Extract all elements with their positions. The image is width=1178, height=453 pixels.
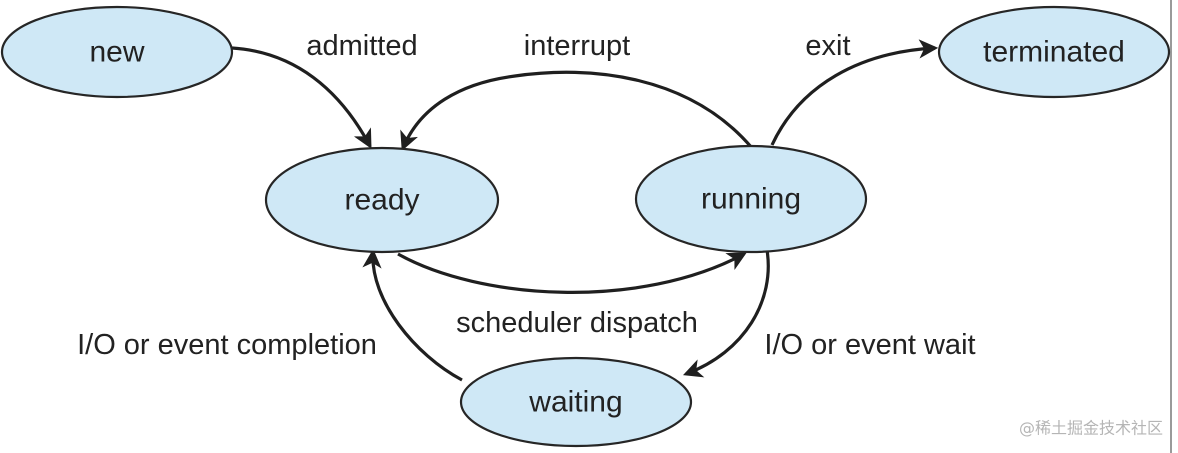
state-new-ellipse [0,5,234,99]
watermark: @稀土掘金技术社区 [1019,419,1163,438]
state-terminated-ellipse [937,5,1171,99]
label-interrupt: interrupt [524,30,630,62]
label-scheduler-dispatch: scheduler dispatch [456,307,698,339]
state-running-label: running [701,183,801,216]
state-ready-label: ready [344,184,419,217]
state-running-ellipse [634,144,868,254]
state-running: running [634,144,868,254]
label-exit: exit [805,30,850,62]
state-waiting: waiting [459,356,693,448]
io-event-wait-arrow [683,249,770,378]
label-admitted: admitted [306,30,417,62]
state-ready: ready [264,146,500,254]
state-terminated-label: terminated [983,36,1125,69]
transition-labels: admitted interrupt exit scheduler dispat… [77,30,975,361]
transitions [231,39,939,382]
state-new: new [0,5,234,99]
label-io-event-wait: I/O or event wait [764,329,975,361]
state-ready-ellipse [264,146,500,254]
state-waiting-label: waiting [528,386,622,419]
interrupt-arrow [400,70,754,151]
exit-arrow [770,39,939,146]
scheduler-dispatch-arrow [397,252,747,294]
io-event-completion-arrow [362,248,463,382]
label-io-event-completion: I/O or event completion [77,329,377,361]
state-waiting-ellipse [459,356,693,448]
state-new-label: new [89,36,144,69]
admitted-arrow [231,46,372,149]
state-terminated: terminated [937,5,1171,99]
